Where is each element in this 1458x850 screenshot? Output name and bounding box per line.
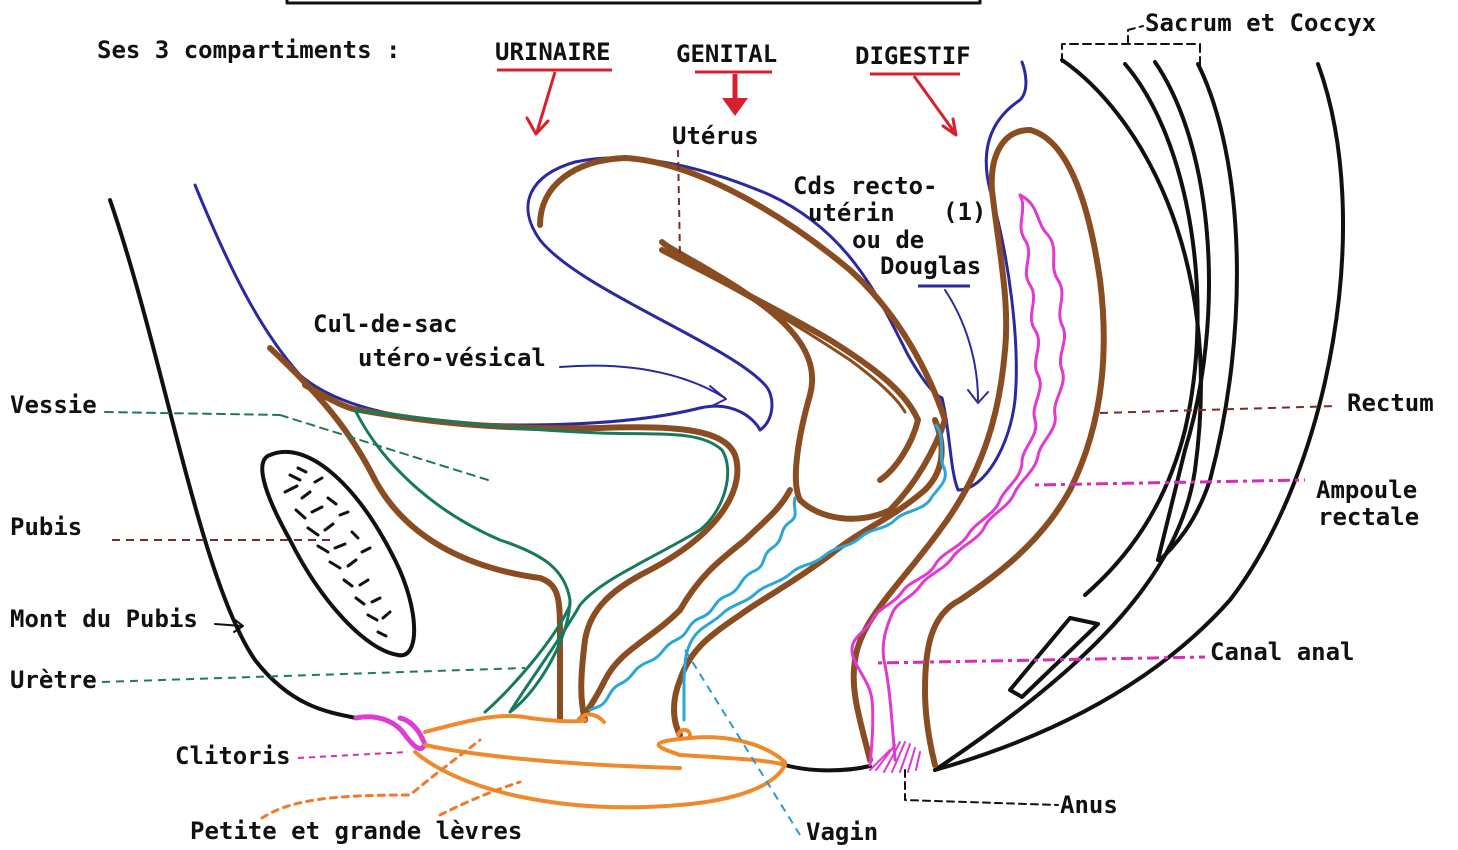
compartment-digestif: DIGESTIF xyxy=(855,42,971,135)
ampoule-line-1: Ampoule xyxy=(1316,476,1417,504)
compartment-genital-label: GENITAL xyxy=(676,40,777,68)
compartment-urinaire: URINAIRE xyxy=(495,38,612,134)
title-frame-edge xyxy=(287,0,980,3)
uterus-inner xyxy=(662,250,918,480)
uretre-leader xyxy=(102,668,525,682)
sacrum-anterior-inner xyxy=(1155,62,1209,560)
clitoris-label: Clitoris xyxy=(175,742,291,770)
levres-label: Petite et grande lèvres xyxy=(190,817,522,845)
culdesac-leader xyxy=(560,366,726,406)
label-mont-pubis: Mont du Pubis xyxy=(10,605,243,633)
pubis-bone xyxy=(262,452,414,655)
rectum-label: Rectum xyxy=(1347,389,1434,417)
pubis-label: Pubis xyxy=(10,513,82,541)
douglas-line-3: ou de xyxy=(852,226,924,254)
bladder-wall xyxy=(270,348,560,720)
label-clitoris: Clitoris xyxy=(175,742,408,770)
douglas-line-1: Cds recto- xyxy=(793,172,938,200)
label-ampoule: Ampoule rectale xyxy=(1035,476,1419,531)
sacrum-label: Sacrum et Coccyx xyxy=(1145,9,1376,37)
vagin-label: Vagin xyxy=(806,818,878,846)
culdesac-line-1: Cul-de-sac xyxy=(313,310,458,338)
uretre-label: Urètre xyxy=(10,666,97,694)
label-vessie: Vessie xyxy=(10,391,488,480)
vulva-labia-minora xyxy=(425,716,680,768)
douglas-line-4: Douglas xyxy=(880,252,981,280)
culdesac-line-2: utéro-vésical xyxy=(358,344,546,372)
clitoris-leader xyxy=(298,752,408,758)
compartment-arrow xyxy=(914,76,955,133)
vessie-label: Vessie xyxy=(10,391,97,419)
mont-pubis-label: Mont du Pubis xyxy=(10,605,198,633)
compartment-digestif-label: DIGESTIF xyxy=(855,42,971,70)
bladder-mucosa xyxy=(355,410,728,712)
compartments-intro: Ses 3 compartiments : xyxy=(97,36,400,64)
label-uterus: Utérus xyxy=(672,122,759,150)
label-uretre: Urètre xyxy=(10,666,525,694)
douglas-note: (1) xyxy=(943,198,986,226)
compartment-urinaire-label: URINAIRE xyxy=(495,38,611,66)
douglas-leader xyxy=(945,290,988,403)
compartment-genital: GENITAL xyxy=(676,40,777,116)
vagina-mucosa-anterior xyxy=(590,498,795,710)
rectum-leader xyxy=(1100,406,1338,413)
levres-leader xyxy=(262,740,520,818)
ampoule-line-2: rectale xyxy=(1318,503,1419,531)
anus-leader xyxy=(905,770,1058,805)
anterior-body-wall xyxy=(110,200,356,718)
compartment-arrowhead xyxy=(722,98,748,116)
label-douglas: Cds recto- utérin (1) ou de Douglas xyxy=(793,172,988,403)
vulva-clitoris xyxy=(356,717,425,749)
label-vagin: Vagin xyxy=(685,650,878,846)
pubis-outline xyxy=(262,452,414,655)
label-culdesac: Cul-de-sac utéro-vésical xyxy=(313,310,726,406)
label-rectum: Rectum xyxy=(1100,389,1434,417)
perineum-skin xyxy=(785,765,870,770)
label-anus: Anus xyxy=(905,770,1118,819)
coccyx xyxy=(1010,618,1098,697)
canal-anal-label: Canal anal xyxy=(1210,638,1355,666)
anus-label: Anus xyxy=(1060,791,1118,819)
douglas-line-2: utérin xyxy=(808,199,895,227)
label-canal-anal: Canal anal xyxy=(878,638,1355,666)
